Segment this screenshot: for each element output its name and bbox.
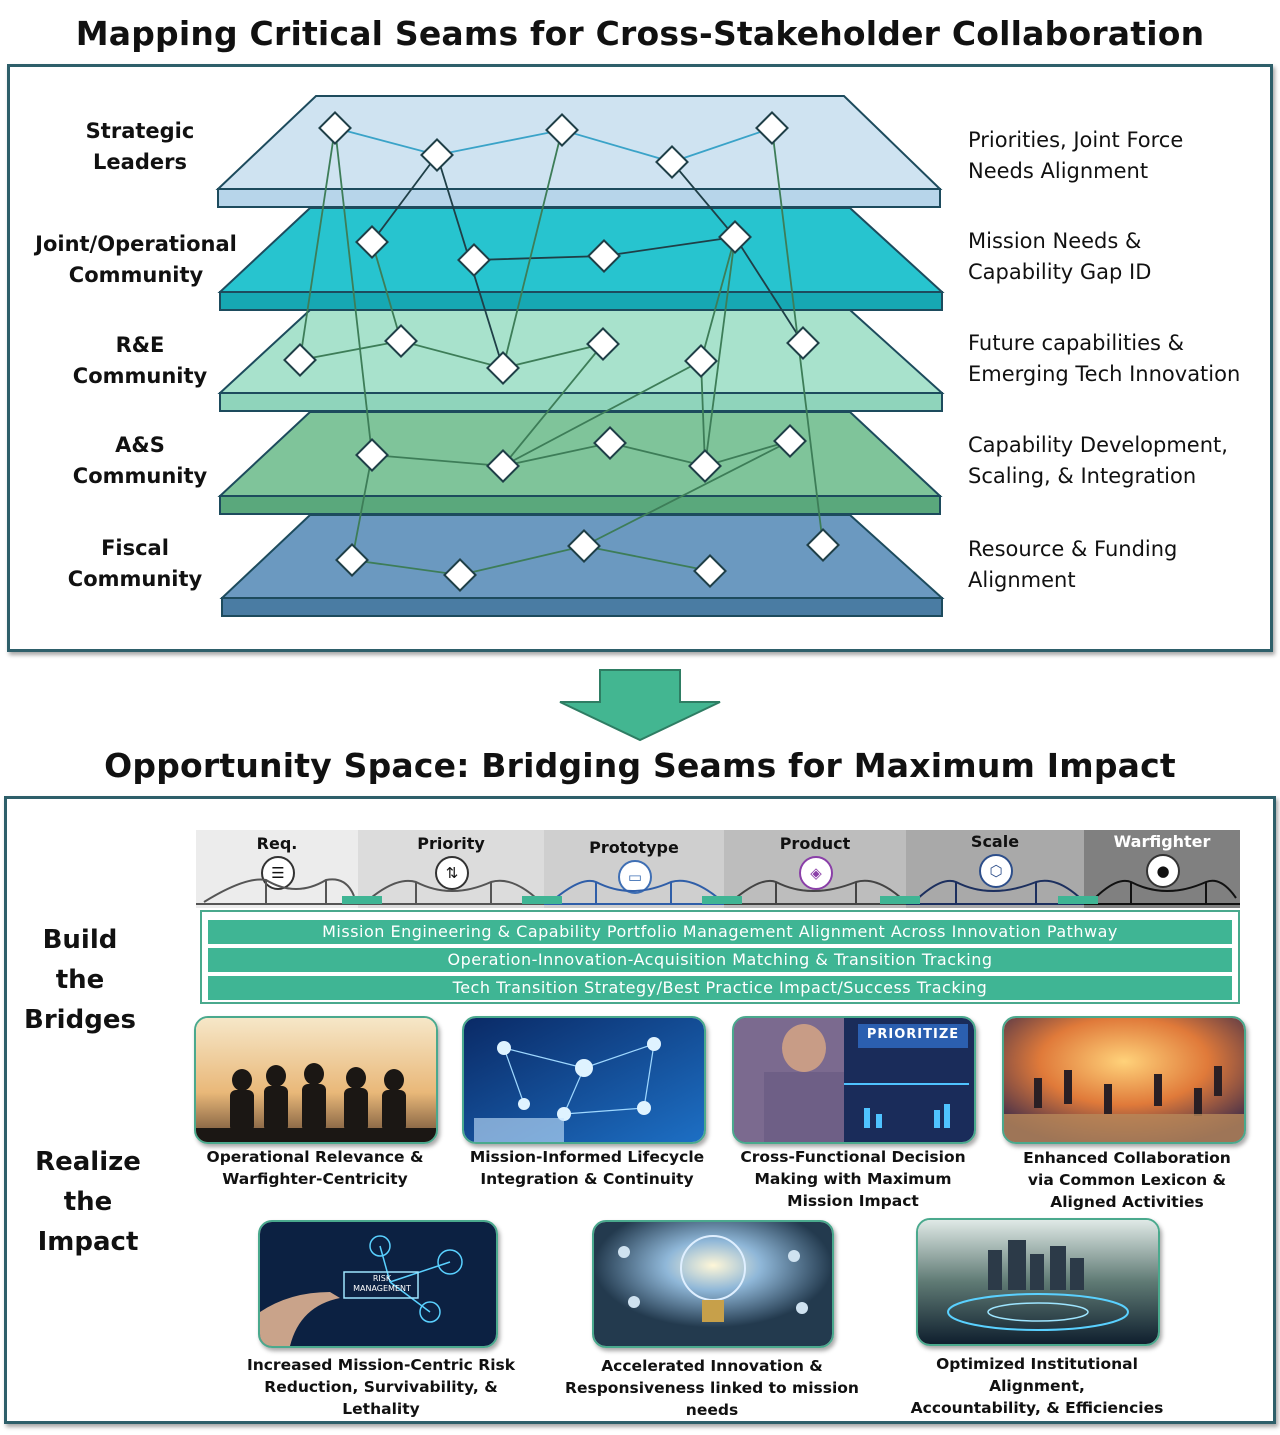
step-label-req: Req. bbox=[256, 834, 298, 853]
layer-label-re: R&E Community bbox=[72, 333, 208, 388]
impact-caption-innovation: Accelerated Innovation & Responsiveness … bbox=[565, 1357, 859, 1419]
stakeholder-layers-diagram bbox=[215, 95, 945, 617]
layer-desc-re: Future capabilities & Emerging Tech Inno… bbox=[968, 331, 1241, 386]
risk-overlay-text: RISK MANAGEMENT bbox=[353, 1274, 411, 1293]
layer-as bbox=[217, 411, 943, 515]
bridges-box: Mission Engineering & Capability Portfol… bbox=[200, 910, 1240, 1004]
pathway-step-product: Product ◈ bbox=[724, 830, 906, 908]
layer-desc-as: Capability Development, Scaling, & Integ… bbox=[968, 433, 1228, 488]
impact-image-prioritize: PRIORITIZE bbox=[732, 1016, 976, 1144]
layer-strategic bbox=[215, 95, 943, 208]
layer-re bbox=[217, 309, 945, 412]
bridge-strip bbox=[196, 878, 1240, 905]
pathway-step-prototype: Prototype ▭ bbox=[544, 830, 724, 908]
impact-image-soldiers bbox=[194, 1016, 438, 1144]
step-label-priority: Priority bbox=[417, 834, 485, 853]
impact-caption-collaboration: Enhanced Collaboration via Common Lexico… bbox=[1023, 1149, 1231, 1211]
build-bridges-label: Build the Bridges bbox=[24, 925, 136, 1035]
step-label-product: Product bbox=[779, 834, 851, 853]
layer-joint bbox=[217, 207, 945, 311]
pathway-step-warfighter: Warfighter ● bbox=[1084, 830, 1240, 908]
impact-image-collaboration bbox=[1002, 1016, 1246, 1144]
realize-impact-label: Realize the Impact bbox=[35, 1147, 141, 1257]
layer-label-fiscal: Fiscal Community bbox=[67, 536, 203, 591]
layer-label-as: A&S Community bbox=[72, 433, 208, 488]
people-group-icon: ● bbox=[1146, 854, 1180, 888]
impact-image-risk-management: RISK MANAGEMENT bbox=[258, 1220, 498, 1348]
impact-caption-operational: Operational Relevance & Warfighter-Centr… bbox=[206, 1148, 424, 1188]
step-label-warfighter: Warfighter bbox=[1113, 832, 1211, 851]
impact-image-lightbulb bbox=[592, 1220, 834, 1348]
network-cube-icon: ⬡ bbox=[979, 854, 1013, 888]
layer-desc-strategic: Priorities, Joint Force Needs Alignment bbox=[968, 128, 1184, 183]
impact-caption-risk: Increased Mission-Centric Risk Reduction… bbox=[246, 1356, 516, 1418]
impact-caption-decision: Cross-Functional Decision Making with Ma… bbox=[740, 1148, 966, 1210]
down-arrow-icon bbox=[559, 669, 721, 742]
pathway-step-req: Req. ☰ bbox=[196, 830, 358, 908]
checklist-icon: ☰ bbox=[261, 856, 295, 890]
impact-caption-lifecycle: Mission-Informed Lifecycle Integration &… bbox=[469, 1148, 705, 1188]
layer-fiscal bbox=[219, 514, 945, 617]
prioritize-overlay-text: PRIORITIZE bbox=[866, 1027, 960, 1042]
step-label-prototype: Prototype bbox=[589, 838, 679, 857]
layer-desc-joint: Mission Needs & Capability Gap ID bbox=[968, 229, 1152, 284]
pathway-step-priority: Priority ⇅ bbox=[358, 830, 544, 908]
bridge-bar-tech-transition: Tech Transition Strategy/Best Practice I… bbox=[208, 976, 1232, 1000]
pathway-step-scale: Scale ⬡ bbox=[906, 830, 1084, 908]
bridge-bar-mission-engineering: Mission Engineering & Capability Portfol… bbox=[208, 920, 1232, 944]
bottom-title: Opportunity Space: Bridging Seams for Ma… bbox=[104, 746, 1176, 785]
priority-list-icon: ⇅ bbox=[435, 856, 469, 890]
impact-caption-institutional: Optimized Institutional Alignment, Accou… bbox=[910, 1355, 1164, 1417]
layer-label-strategic: Strategic Leaders bbox=[85, 119, 195, 174]
seam-nodes bbox=[283, 111, 840, 592]
impact-image-city-alignment bbox=[916, 1218, 1160, 1346]
top-title: Mapping Critical Seams for Cross-Stakeho… bbox=[75, 14, 1205, 53]
layer-desc-fiscal: Resource & Funding Alignment bbox=[968, 537, 1178, 592]
step-label-scale: Scale bbox=[970, 832, 1020, 851]
prototype-monitor-icon: ▭ bbox=[618, 860, 652, 894]
layer-label-joint: Joint/Operational Community bbox=[35, 232, 237, 287]
bridge-bar-operation-matching: Operation-Innovation-Acquisition Matchin… bbox=[208, 948, 1232, 972]
impact-image-lifecycle-network bbox=[462, 1016, 706, 1144]
product-box-icon: ◈ bbox=[799, 856, 833, 890]
